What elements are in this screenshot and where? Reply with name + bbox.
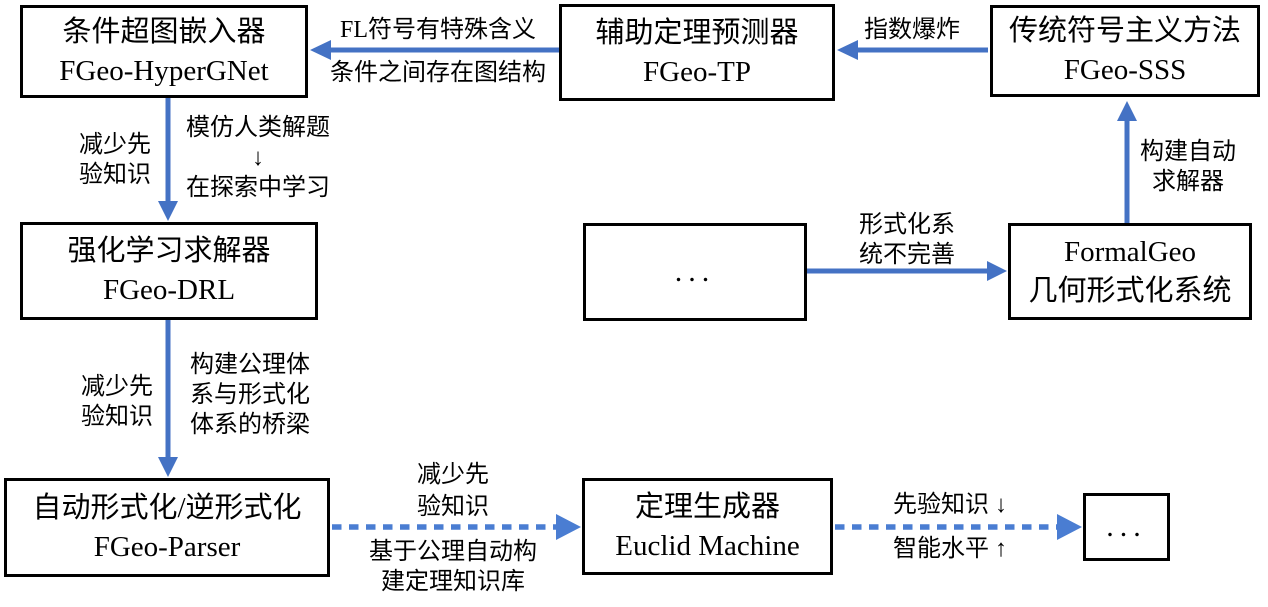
edge-label-intelligence-up: 智能水平 ↑ <box>893 536 1007 562</box>
box-fgeo-parser: 自动形式化/逆形式化 FGeo-Parser <box>4 478 330 577</box>
box-euclid-machine: 定理生成器 Euclid Machine <box>582 478 833 575</box>
box-title: 定理生成器 <box>634 490 780 523</box>
edge-label-system-incomplete: 形式化系 统不完善 <box>859 212 955 268</box>
edge-label-reduce-prior-top: 减少先 验知识 <box>79 132 151 188</box>
box-subtitle: 几何形式化系统 <box>1028 274 1232 307</box>
edge-label-reduce-prior-mid: 减少先 验知识 <box>81 374 153 430</box>
edge-label-build-solver: 构建自动 求解器 <box>1140 139 1236 195</box>
edge-label-bridge-axiom: 构建公理体 系与形式化 体系的桥梁 <box>190 352 310 438</box>
edge-label-exp-explosion: 指数爆炸 <box>864 17 960 43</box>
box-title: 传统符号主义方法 <box>1008 15 1241 47</box>
box-title: FormalGeo <box>1063 235 1197 268</box>
edge-label-imitate-human: 模仿人类解题 ↓ 在探索中学习 <box>186 115 330 201</box>
box-subtitle: FGeo-TP <box>643 55 751 88</box>
box-subtitle: FGeo-Parser <box>93 530 241 563</box>
box-subtitle: FGeo-SSS <box>1063 54 1187 86</box>
edge-label-axiom-kb: 基于公理自动构 建定理知识库 <box>369 539 537 595</box>
box-title: 条件超图嵌入器 <box>62 15 266 48</box>
box-fgeo-tp: 辅助定理预测器 FGeo-TP <box>559 4 835 101</box>
edge-label-reduce-prior-bottom: 减少先 验知识 <box>417 462 489 520</box>
box-title: ... <box>1106 510 1147 543</box>
box-formalgeo: FormalGeo 几何形式化系统 <box>1008 223 1252 320</box>
box-subtitle: FGeo-DRL <box>102 274 236 306</box>
edge-label-prior-down: 先验知识 ↓ <box>893 492 1007 518</box>
box-subtitle: FGeo-HyperGNet <box>59 54 269 87</box>
box-subtitle: Euclid Machine <box>615 529 800 562</box>
box-fgeo-hypergnet: 条件超图嵌入器 FGeo-HyperGNet <box>20 5 308 98</box>
box-fgeo-sss: 传统符号主义方法 FGeo-SSS <box>990 5 1260 97</box>
box-title: 强化学习求解器 <box>67 235 271 267</box>
edge-label-fl-special: FL符号有特殊含义 <box>339 17 536 43</box>
box-ellipsis-end: ... <box>1083 493 1170 561</box>
box-title: ... <box>674 255 716 288</box>
box-ellipsis-middle: ... <box>583 223 807 321</box>
box-title: 自动形式化/逆形式化 <box>32 491 302 524</box>
edge-label-graph-structure: 条件之间存在图结构 <box>330 60 546 86</box>
box-title: 辅助定理预测器 <box>595 16 799 49</box>
box-fgeo-drl: 强化学习求解器 FGeo-DRL <box>20 222 318 320</box>
